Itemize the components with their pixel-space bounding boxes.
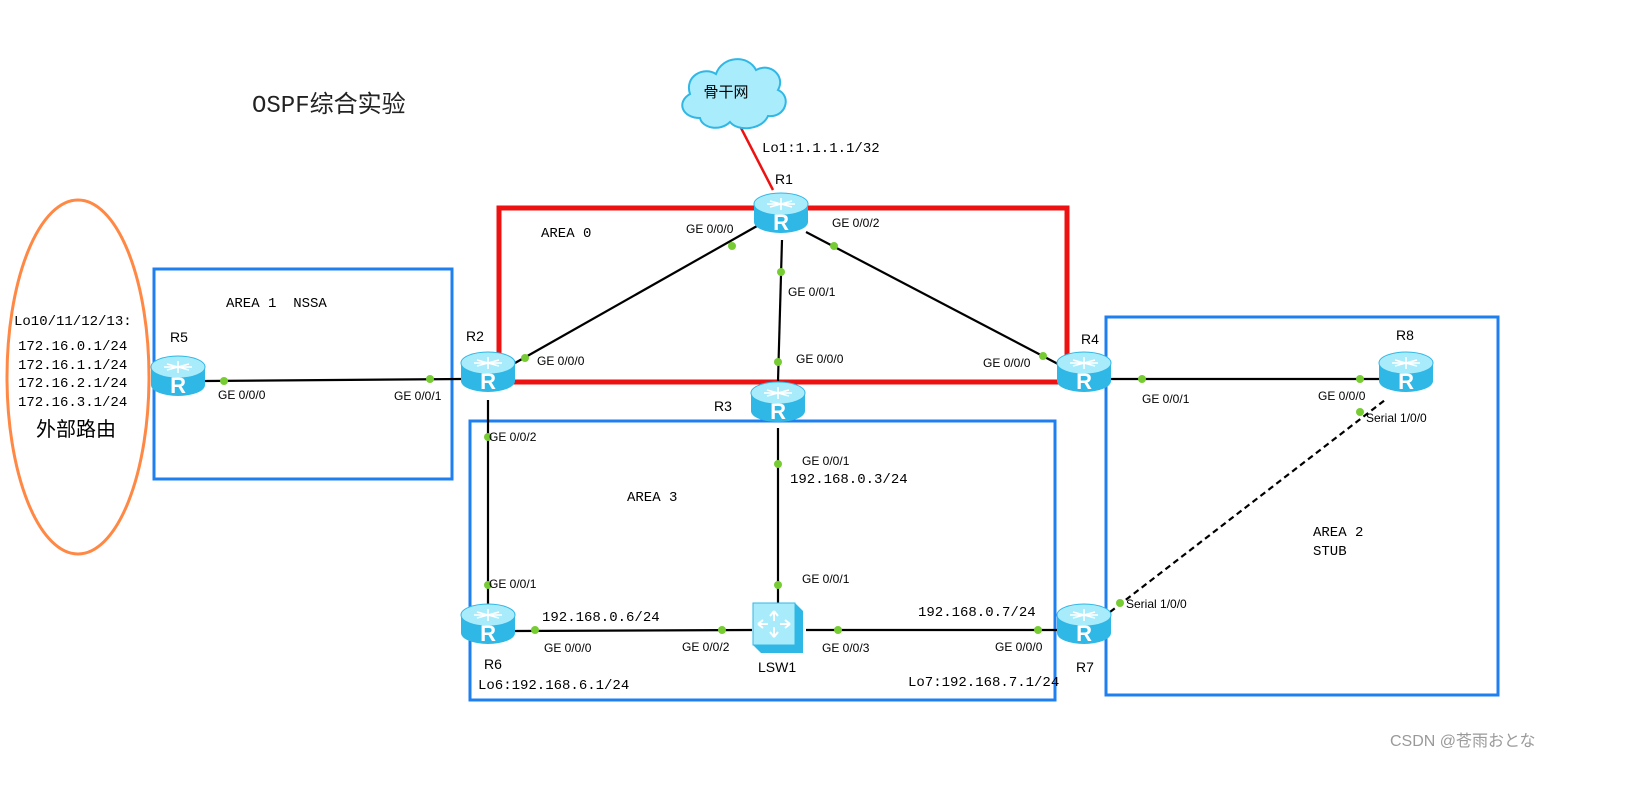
external-routes-caption: 外部路由 bbox=[36, 418, 116, 441]
device-name-r1: R1 bbox=[775, 171, 793, 187]
external-network-2: 172.16.2.1/24 bbox=[18, 376, 127, 392]
device-name-r3: R3 bbox=[714, 398, 732, 414]
port-label-r8-g000: GE 0/0/0 bbox=[1318, 389, 1366, 403]
cloud-label: 骨干网 bbox=[703, 84, 748, 101]
backbone-cloud: 骨干网 bbox=[681, 58, 787, 130]
router-r2[interactable] bbox=[460, 351, 516, 395]
device-name-r2: R2 bbox=[466, 328, 484, 344]
area2-label: AREA 2 bbox=[1313, 525, 1363, 541]
device-name-r4: R4 bbox=[1081, 331, 1099, 347]
link-r5-r2 bbox=[204, 377, 463, 383]
ip-label-r6: 192.168.0.6/24 bbox=[542, 610, 660, 626]
port-label-sw-g002: GE 0/0/2 bbox=[682, 640, 730, 654]
link-r1-r3 bbox=[776, 239, 784, 382]
loopback-label-r7: Lo7:192.168.7.1/24 bbox=[908, 675, 1059, 691]
port-label-r6-g001: GE 0/0/1 bbox=[489, 577, 537, 591]
port-label-r1-g001: GE 0/0/1 bbox=[788, 285, 836, 299]
link-r6-lsw1 bbox=[514, 628, 753, 633]
port-label-r5-g000: GE 0/0/0 bbox=[218, 388, 266, 402]
link-cloud-r1 bbox=[738, 125, 775, 191]
area2-box bbox=[1104, 315, 1500, 697]
device-name-r8: R8 bbox=[1396, 327, 1414, 343]
router-icon bbox=[1056, 351, 1112, 395]
port-label-r7-s100: Serial 1/0/0 bbox=[1126, 597, 1187, 611]
external-loopbacks-label: Lo10/11/12/13: bbox=[14, 314, 132, 330]
switch-lsw1[interactable] bbox=[752, 602, 803, 653]
port-dots bbox=[220, 242, 1364, 634]
router-icon bbox=[150, 355, 206, 399]
port-label-r2-g002: GE 0/0/2 bbox=[489, 430, 537, 444]
area0-label: AREA 0 bbox=[541, 226, 591, 242]
router-icon bbox=[753, 192, 809, 236]
port-label-r1-g000: GE 0/0/0 bbox=[686, 222, 734, 236]
router-r3[interactable] bbox=[750, 381, 806, 425]
device-name-lsw1: LSW1 bbox=[758, 659, 796, 675]
link-r7-r8-serial bbox=[1109, 399, 1386, 613]
links bbox=[204, 225, 1386, 633]
port-label-r8-s100: Serial 1/0/0 bbox=[1366, 411, 1427, 425]
ip-label-r7: 192.168.0.7/24 bbox=[918, 605, 1036, 621]
watermark: CSDN @苍雨おとな bbox=[1390, 732, 1536, 750]
router-icon bbox=[750, 381, 806, 425]
router-r4[interactable] bbox=[1056, 351, 1112, 395]
port-label-r4-g000: GE 0/0/0 bbox=[983, 356, 1031, 370]
r1-loopback-label: Lo1:1.1.1.1/32 bbox=[762, 141, 880, 157]
device-name-r7: R7 bbox=[1076, 659, 1094, 675]
router-icon bbox=[460, 603, 516, 647]
port-label-sw-g003: GE 0/0/3 bbox=[822, 641, 870, 655]
port-label-r1-g002: GE 0/0/2 bbox=[832, 216, 880, 230]
area1-label: AREA 1 NSSA bbox=[226, 296, 327, 312]
ip-label-r3: 192.168.0.3/24 bbox=[790, 472, 908, 488]
link-r1-r4 bbox=[805, 231, 1059, 365]
link-r1-r2 bbox=[514, 225, 758, 364]
router-r5[interactable] bbox=[150, 355, 206, 399]
port-label-r7-g000: GE 0/0/0 bbox=[995, 640, 1043, 654]
external-network-0: 172.16.0.1/24 bbox=[18, 339, 127, 355]
router-icon bbox=[1056, 603, 1112, 647]
area3-label: AREA 3 bbox=[627, 490, 677, 506]
router-r8[interactable] bbox=[1378, 351, 1434, 395]
external-routes-ellipse bbox=[5, 198, 151, 556]
area2-type-label: STUB bbox=[1313, 544, 1347, 560]
port-label-r3-g000: GE 0/0/0 bbox=[796, 352, 844, 366]
port-label-r3-g001: GE 0/0/1 bbox=[802, 454, 850, 468]
port-label-r4-g001: GE 0/0/1 bbox=[1142, 392, 1190, 406]
port-label-r2-g001: GE 0/0/1 bbox=[394, 389, 442, 403]
router-icon bbox=[1378, 351, 1434, 395]
port-label-r2-g000: GE 0/0/0 bbox=[537, 354, 585, 368]
loopback-label-r6: Lo6:192.168.6.1/24 bbox=[478, 678, 629, 694]
device-name-r6: R6 bbox=[484, 656, 502, 672]
router-r7[interactable] bbox=[1056, 603, 1112, 647]
router-r1[interactable] bbox=[753, 192, 809, 236]
device-name-r5: R5 bbox=[170, 329, 188, 345]
router-icon bbox=[460, 351, 516, 395]
page-title: OSPF综合实验 bbox=[252, 91, 406, 120]
area3-box bbox=[468, 419, 1057, 702]
external-network-1: 172.16.1.1/24 bbox=[18, 358, 127, 374]
router-r6[interactable] bbox=[460, 603, 516, 647]
port-label-r6-g000: GE 0/0/0 bbox=[544, 641, 592, 655]
external-network-3: 172.16.3.1/24 bbox=[18, 395, 127, 411]
port-label-sw-g001: GE 0/0/1 bbox=[802, 572, 850, 586]
